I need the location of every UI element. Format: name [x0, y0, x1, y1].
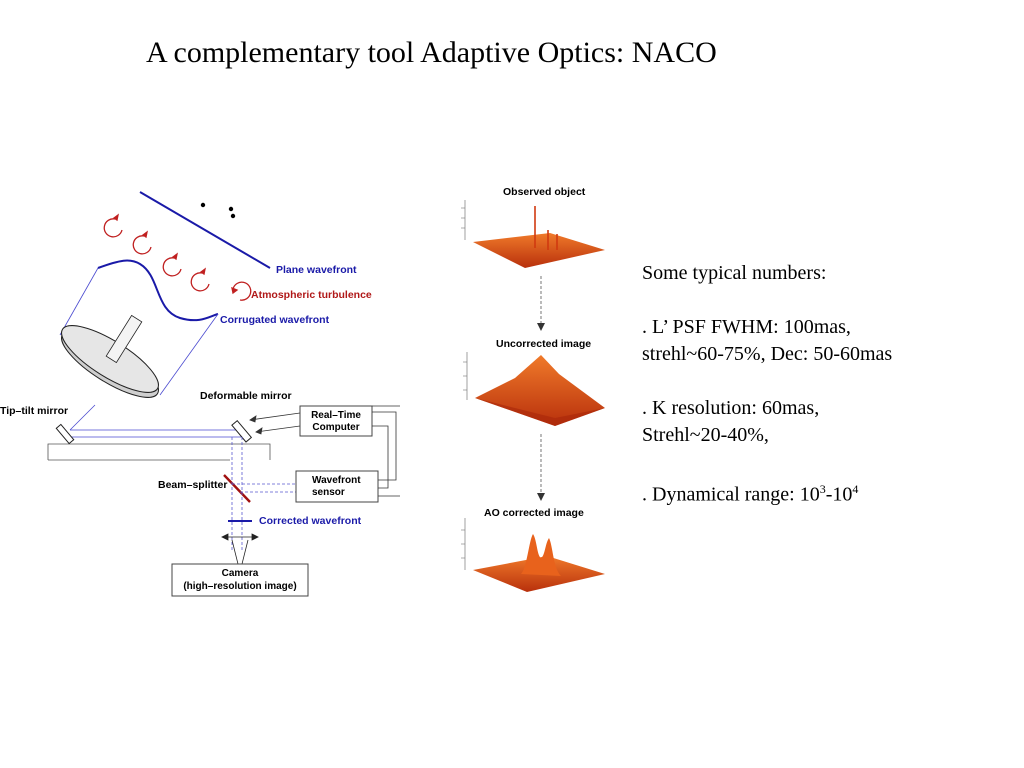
corrugated-wavefront-curve — [97, 259, 219, 322]
tip-tilt-mirror-label: Tip–tilt mirror — [0, 405, 68, 417]
ao-corrected-image-panel: AO corrected image — [461, 507, 605, 592]
notes-dynamical-range: . Dynamical range: 103-104 — [642, 482, 859, 506]
notes-k-line2: Strehl~20-40%, — [642, 424, 769, 446]
corrugated-wavefront-label: Corrugated wavefront — [220, 314, 330, 326]
corrected-wavefront-label: Corrected wavefront — [259, 515, 362, 527]
plane-wavefront-line — [139, 191, 271, 269]
deformable-mirror-label: Deformable mirror — [200, 390, 292, 402]
deformable-mirror — [231, 419, 253, 443]
real-time-computer-label-2: Computer — [312, 422, 359, 433]
observed-object-panel: Observed object — [461, 186, 605, 268]
uncorrected-image-label: Uncorrected image — [496, 338, 591, 350]
optical-bench — [47, 443, 271, 460]
beam-splitter — [223, 474, 251, 503]
camera-label-2: (high–resolution image) — [183, 581, 296, 592]
beam-splitter-label: Beam–splitter — [158, 479, 227, 491]
wavefront-sensor-box — [295, 470, 379, 503]
ao-system-diagram: Plane wavefront Atmospheric turbulence C… — [0, 191, 400, 597]
typical-numbers-notes: Some typical numbers: . L’ PSF FWHM: 100… — [642, 260, 1012, 509]
turbulence-swirls — [103, 213, 252, 301]
real-time-computer-label-1: Real–Time — [311, 410, 361, 421]
real-time-computer-box — [299, 405, 373, 437]
wavefront-sensor-label-2: sensor — [312, 487, 345, 498]
focus-arrow — [221, 533, 259, 565]
ao-corrected-image-label: AO corrected image — [484, 507, 584, 519]
atmospheric-turbulence-label: Atmospheric turbulence — [251, 289, 372, 301]
slide-title: A complementary tool Adaptive Optics: NA… — [146, 36, 717, 69]
tip-tilt-mirror — [55, 423, 75, 445]
wavefront-sensor-label-1: Wavefront — [312, 475, 361, 486]
plane-wavefront-label: Plane wavefront — [276, 264, 357, 276]
beam-path — [69, 404, 245, 438]
notes-lp-line2: strehl~60-75%, Dec: 50-60mas — [642, 343, 893, 365]
light-cone — [59, 267, 219, 396]
notes-k-line1: . K resolution: 60mas, — [642, 397, 820, 419]
star-cluster — [200, 202, 236, 219]
camera-label-1: Camera — [222, 568, 259, 579]
psf-panels: Observed object Uncorrected image AO cor… — [461, 186, 605, 592]
control-arrows — [249, 405, 400, 497]
notes-lp-line1: . L’ PSF FWHM: 100mas, — [642, 316, 851, 338]
notes-heading: Some typical numbers: — [642, 262, 827, 284]
telescope-primary-mirror — [61, 314, 159, 398]
sensor-beam — [231, 437, 296, 552]
observed-object-label: Observed object — [503, 186, 586, 198]
camera-box — [171, 563, 309, 597]
uncorrected-image-panel: Uncorrected image — [463, 338, 605, 426]
